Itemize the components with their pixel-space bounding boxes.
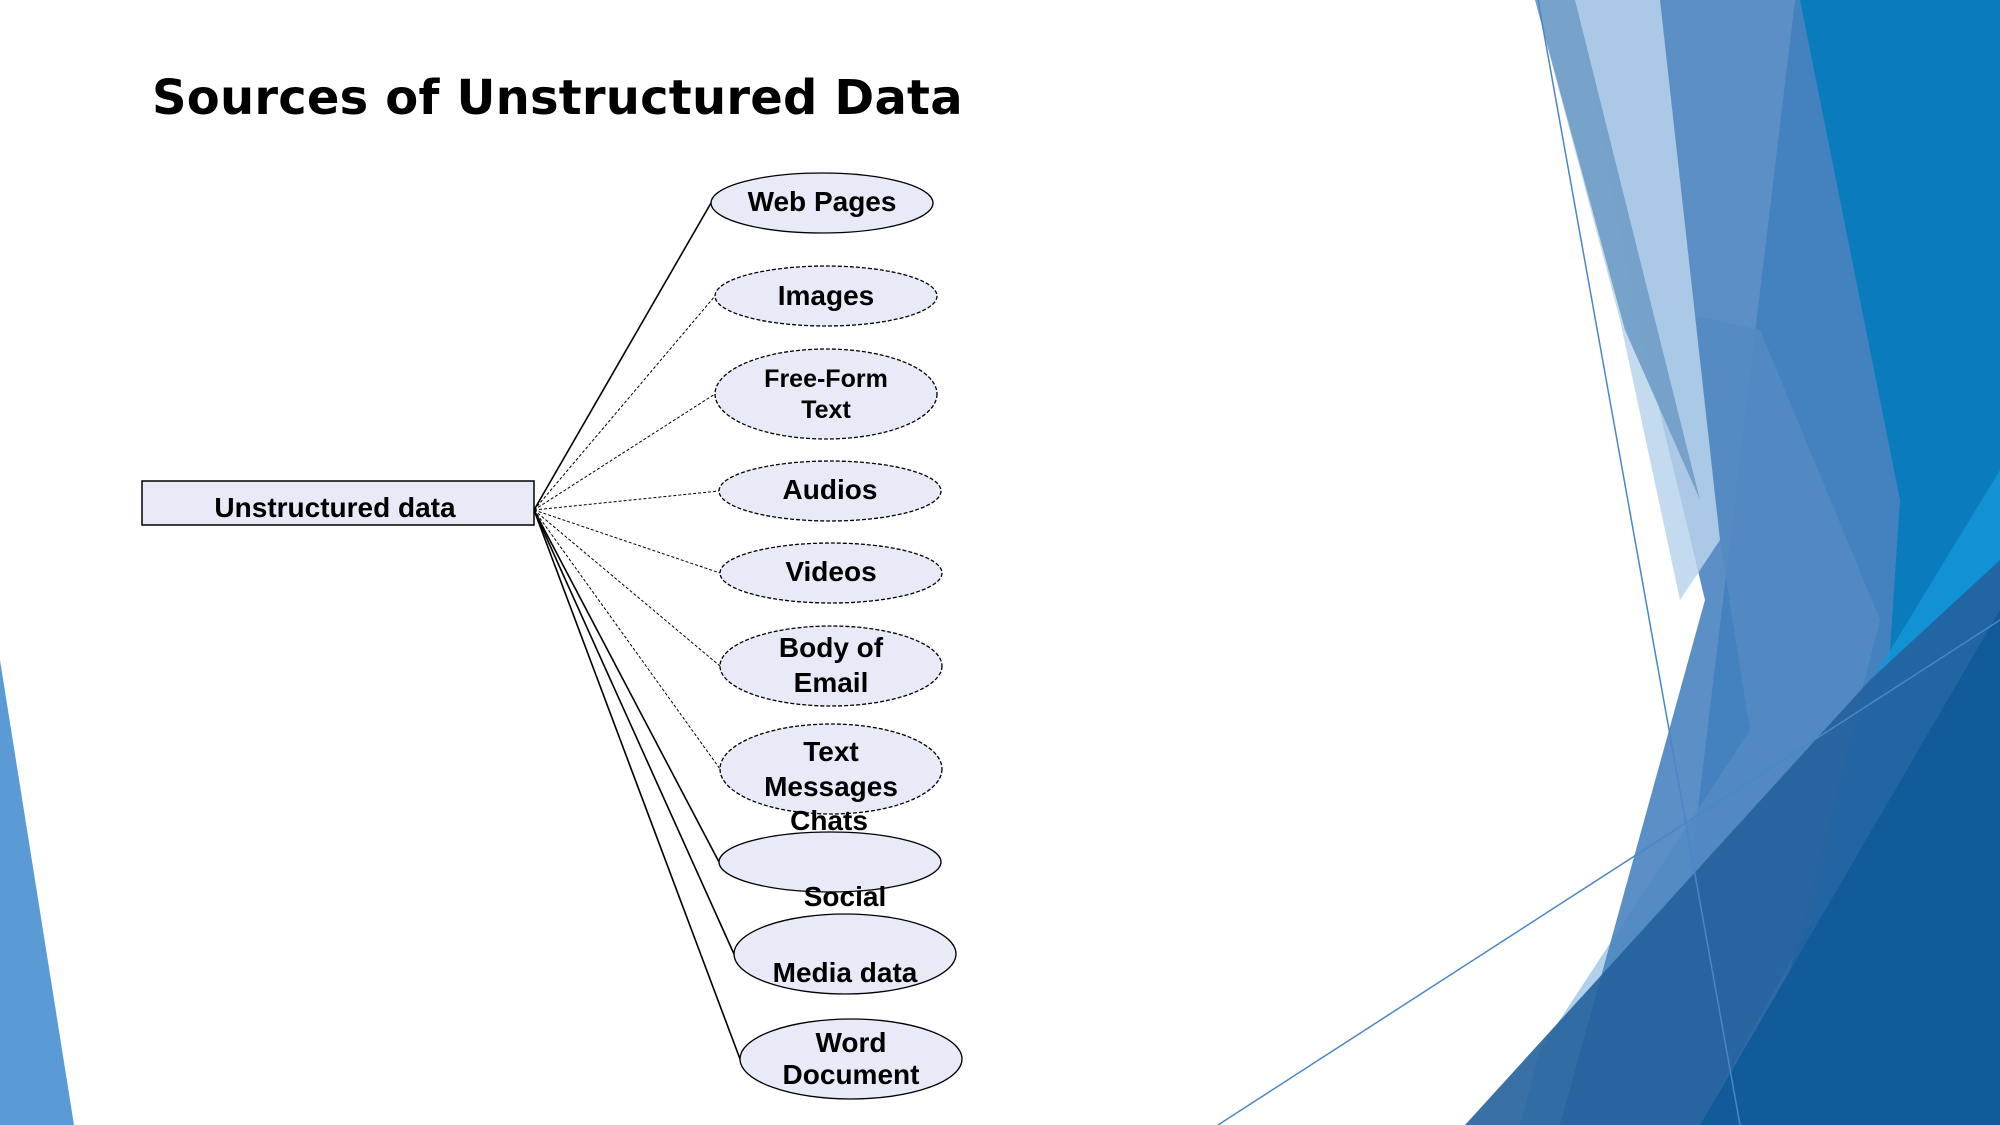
source-node: Images [714, 265, 938, 327]
source-node-label: Web Pages [748, 186, 897, 217]
source-node-ellipse [718, 460, 942, 522]
connector-line [533, 393, 716, 511]
source-node-ellipse [714, 348, 938, 440]
source-node-label: Social [804, 881, 886, 912]
connector-line [533, 509, 741, 1060]
source-node-ellipse [739, 1018, 963, 1100]
source-node-label: Body of [779, 632, 884, 663]
connector-line [533, 202, 712, 511]
source-node-label: Audios [783, 474, 878, 505]
source-node-label: Videos [785, 556, 876, 587]
source-node: Body of Email [719, 625, 943, 707]
left-accent-shape [0, 660, 74, 1125]
root-label: Unstructured data [214, 492, 456, 523]
diagonal-line-1 [1537, 0, 1741, 1125]
source-node-ellipse [719, 542, 943, 604]
right-shape-deep [1700, 610, 2000, 1125]
connector-line [533, 509, 721, 667]
root-box [141, 480, 535, 526]
source-node-label: Text [801, 396, 851, 424]
connector-line [533, 509, 721, 770]
source-node: Web Pages [710, 172, 934, 234]
source-node: Videos [719, 542, 943, 604]
source-node-label: Chats [790, 805, 868, 836]
source-node-ellipse [733, 913, 957, 995]
connector-line [533, 509, 721, 574]
source-node: Chats [718, 805, 942, 893]
source-node-label: Images [778, 280, 875, 311]
connector-lines [533, 202, 741, 1060]
page-title: Sources of Unstructured Data [152, 70, 963, 126]
connector-line [533, 295, 716, 511]
source-node-ellipse [719, 625, 943, 707]
source-node-label: Messages [764, 771, 898, 802]
diagonal-line-2 [1217, 619, 2000, 1125]
connector-line [533, 509, 720, 863]
source-node-ellipse [718, 831, 942, 893]
source-node-ellipse [710, 172, 934, 234]
source-node-ellipse [714, 265, 938, 327]
source-node-ellipse [719, 723, 943, 815]
source-node-label: Media data [773, 957, 918, 988]
source-node-label: Free-Form [764, 365, 888, 393]
connector-line [533, 490, 720, 511]
source-node-label: Word [815, 1027, 886, 1058]
right-shape-grey-blue [1535, 0, 1700, 500]
connector-line [533, 509, 735, 955]
source-nodes: Web PagesImagesFree-FormTextAudiosVideos… [710, 172, 963, 1100]
source-node-label: Document [783, 1059, 920, 1090]
source-node: Audios [718, 460, 942, 522]
source-node-label: Email [794, 667, 869, 698]
source-node-label: Text [803, 736, 859, 767]
